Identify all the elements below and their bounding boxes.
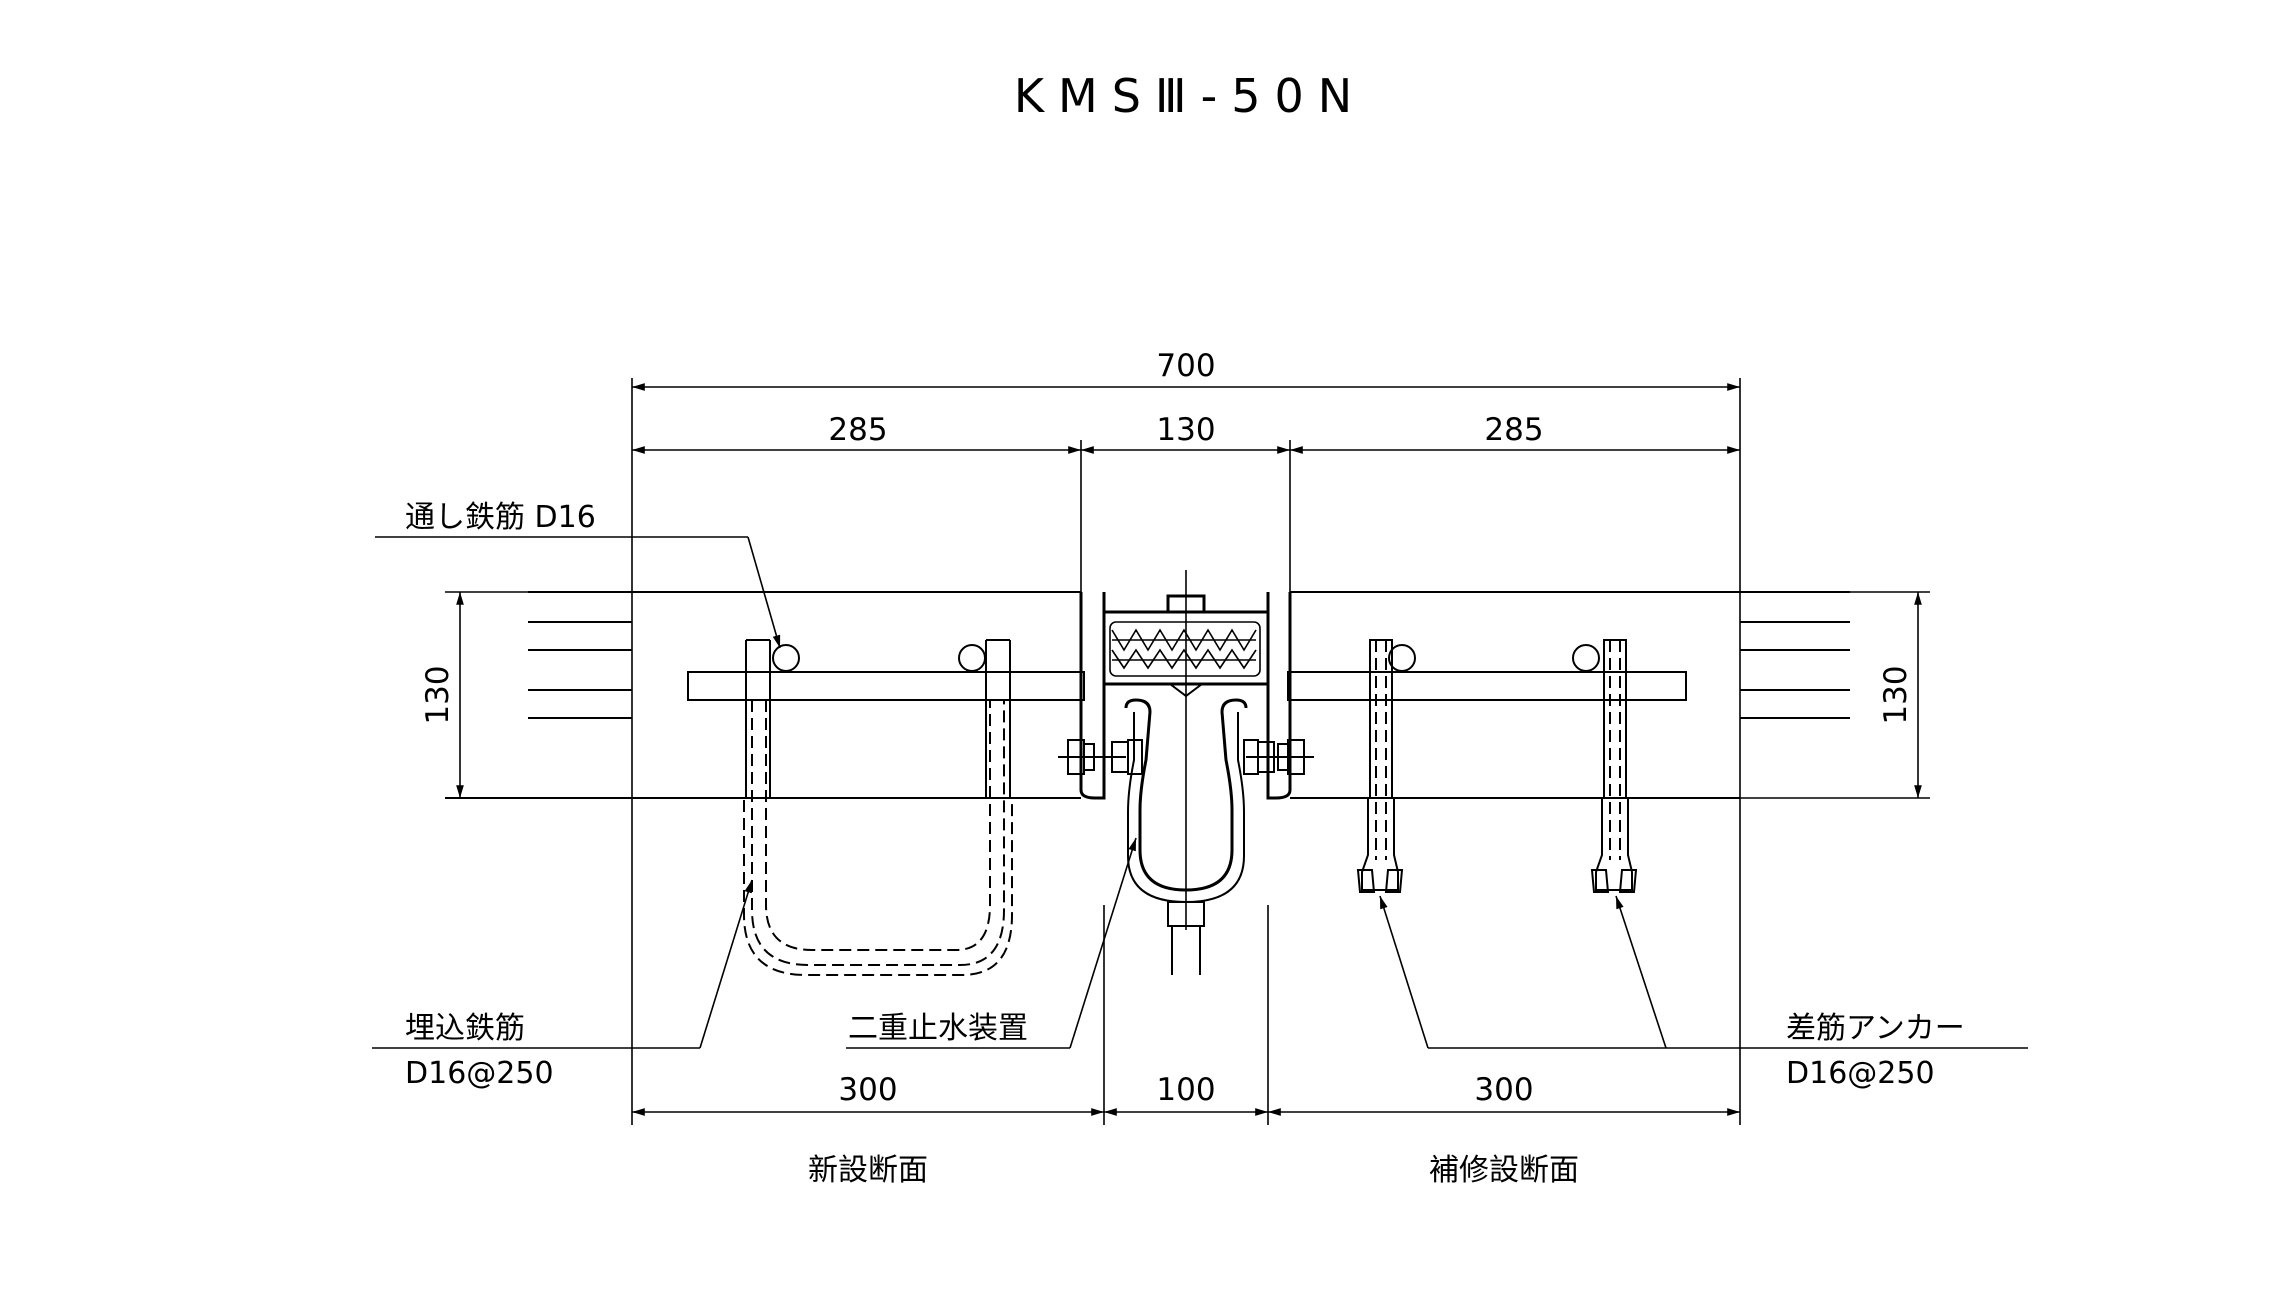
embedded-rebar-u (743, 639, 1013, 976)
leader-embedded-rebar (372, 879, 753, 1049)
dim-left-height: 130 (420, 665, 456, 724)
leader-double-waterstop (846, 837, 1137, 1049)
leader-through-rebar (375, 536, 781, 649)
left-bolt (1058, 739, 1143, 775)
left-concrete-slab (445, 591, 1081, 799)
bottom-dimensions: 300 100 300 (631, 800, 1741, 1125)
label-anchor: 差筋アンカー (1786, 1011, 1965, 1046)
section-repair: 補修設断面 (1429, 1153, 1579, 1188)
through-rebar-circle-3 (1388, 644, 1416, 672)
label-anchor-spec: D16@250 (1786, 1056, 1935, 1091)
label-embedded-rebar: 埋込鉄筋 (405, 1011, 525, 1046)
anchor-bar-right (1590, 639, 1638, 893)
dim-center-bottom: 100 (1156, 1072, 1215, 1108)
through-rebar-circle (772, 644, 800, 672)
label-through-rebar: 通し鉄筋 D16 (405, 500, 596, 535)
through-rebar-circle-4 (1572, 644, 1600, 672)
label-embedded-rebar-spec: D16@250 (405, 1056, 554, 1091)
central-joint-device (1058, 570, 1314, 975)
right-bolt (1243, 739, 1314, 775)
dim-left-bottom: 300 (838, 1072, 897, 1108)
dim-left-top: 285 (828, 412, 887, 448)
section-new: 新設断面 (808, 1153, 928, 1188)
top-dimensions: 700 285 130 285 (631, 348, 1741, 800)
dim-right-height: 130 (1878, 665, 1914, 724)
rubber-seal-pattern (1109, 621, 1261, 677)
right-concrete-slab (1290, 591, 1850, 799)
dim-right-bottom: 300 (1474, 1072, 1533, 1108)
dim-overall: 700 (1156, 348, 1215, 384)
leader-anchor (1379, 895, 2028, 1049)
through-rebar-circle-2 (958, 644, 986, 672)
right-height-dimension: 130 (1740, 591, 1930, 799)
drawing-title: KMSⅢ-50N (1014, 69, 1366, 123)
dim-right-top: 285 (1484, 412, 1543, 448)
label-double-waterstop: 二重止水装置 (848, 1011, 1028, 1046)
anchor-bar-left (1356, 639, 1404, 893)
dim-center-top: 130 (1156, 412, 1215, 448)
through-steel-plate (687, 671, 1687, 701)
